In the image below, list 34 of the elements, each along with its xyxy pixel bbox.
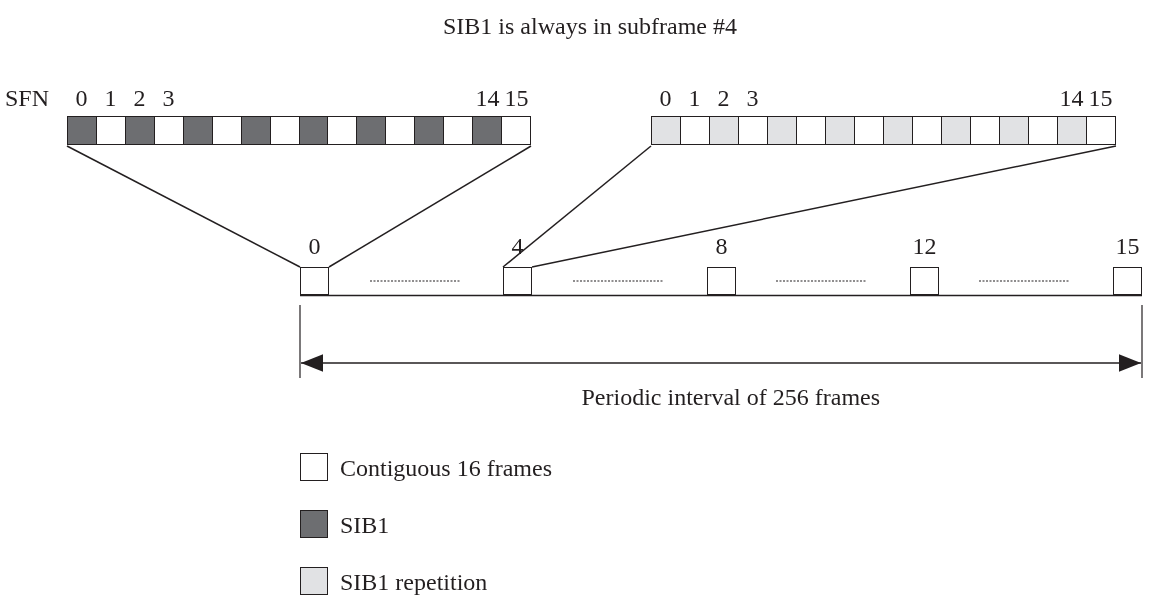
frame-number: 3 [162, 86, 175, 110]
frame-number: 4 [511, 234, 524, 258]
frame-number: 15 [1115, 234, 1140, 258]
frame-number: 1 [104, 86, 117, 110]
frame-number: 14 [475, 86, 500, 110]
frame-number: 0 [308, 234, 321, 258]
frame-box [1113, 267, 1142, 295]
dimension-label: Periodic interval of 256 frames [581, 385, 881, 409]
zoom-line [531, 145, 1117, 268]
frame-number: 2 [717, 86, 730, 110]
axis-label: SFN [5, 86, 50, 110]
frame-number: 15 [1088, 86, 1113, 110]
frame-box [707, 267, 736, 295]
frame-box [910, 267, 939, 295]
zoom-line [502, 145, 652, 268]
frame-number: 15 [504, 86, 529, 110]
legend-label: SIB1 [340, 513, 390, 537]
frame-strip [67, 116, 531, 145]
legend-label: Contiguous 16 frames [340, 456, 552, 480]
zoom-line [66, 145, 301, 268]
frame-number: 12 [912, 234, 937, 258]
title: SIB1 is always in subframe #4 [443, 14, 737, 38]
frame-number: 1 [688, 86, 701, 110]
frame-number: 8 [715, 234, 728, 258]
frame-box [300, 267, 329, 295]
legend-label: SIB1 repetition [340, 570, 488, 594]
frame-number: 2 [133, 86, 146, 110]
frame-number: 0 [75, 86, 88, 110]
frame-box [503, 267, 532, 295]
zoom-line [328, 145, 532, 268]
frame-number: 3 [746, 86, 759, 110]
frame-number: 0 [659, 86, 672, 110]
frame-strip [651, 116, 1116, 145]
frame-number: 14 [1059, 86, 1084, 110]
